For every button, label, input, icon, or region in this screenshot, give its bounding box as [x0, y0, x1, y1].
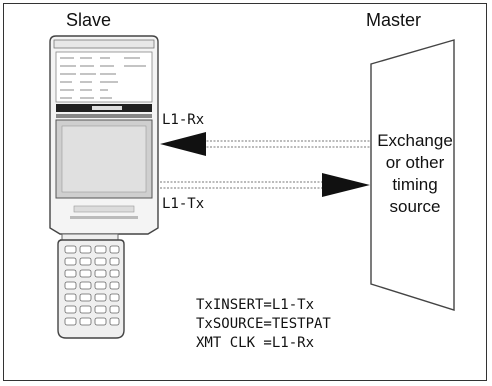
- rx-link-label: L1-Rx: [162, 112, 205, 128]
- setting-line: TxSOURCE=TESTPAT: [196, 316, 331, 332]
- rx-link-arrow: [160, 132, 371, 156]
- master-box-text: Exchange or other timing source: [370, 130, 460, 218]
- master-box-line: timing: [392, 175, 438, 194]
- master-box-line: source: [389, 197, 441, 216]
- master-box-line: or other: [385, 153, 445, 172]
- tx-link-label: L1-Tx: [162, 196, 205, 212]
- slave-label: Slave: [66, 10, 112, 30]
- master-label: Master: [366, 10, 422, 30]
- keypad-keys: [64, 245, 120, 326]
- tx-link-arrow: [160, 173, 370, 197]
- test-set-device: [49, 35, 159, 339]
- master-timing-source-box: [370, 39, 455, 311]
- setting-line: TxINSERT=L1-Tx: [196, 297, 315, 313]
- setting-line: XMT CLK =L1-Rx: [196, 335, 315, 351]
- menu-text-rows: [60, 57, 146, 99]
- master-box-line: Exchange: [377, 131, 453, 150]
